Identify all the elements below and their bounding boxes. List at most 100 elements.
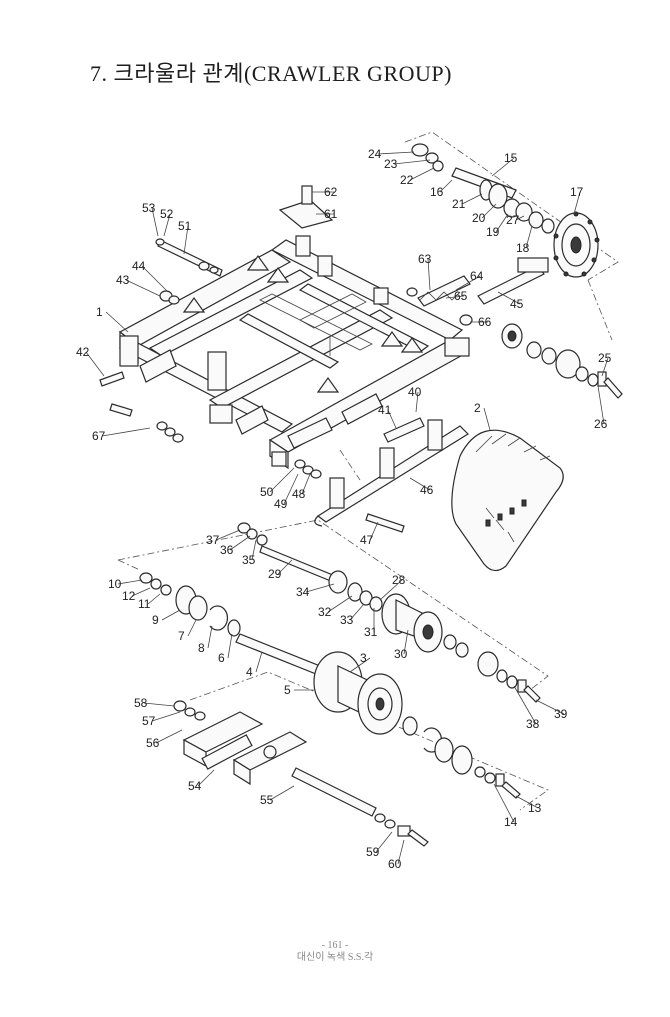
callout-10: 10 xyxy=(108,577,122,591)
leader-line-45 xyxy=(497,291,521,305)
callout-21: 21 xyxy=(452,197,466,211)
callout-30: 30 xyxy=(394,647,408,661)
leader-line-1 xyxy=(105,311,129,333)
leader-line-58 xyxy=(143,702,175,707)
callout-65: 65 xyxy=(454,289,468,303)
leader-line-55 xyxy=(269,785,295,801)
leader-line-51 xyxy=(183,225,189,255)
callout-54: 54 xyxy=(188,779,202,793)
leader-line-3 xyxy=(349,657,371,673)
callout-60: 60 xyxy=(388,857,402,871)
callout-25: 25 xyxy=(598,351,612,365)
leader-line-4 xyxy=(255,651,263,673)
leader-line-12 xyxy=(131,587,151,597)
leader-line-21 xyxy=(461,193,483,205)
callout-39: 39 xyxy=(554,707,568,721)
leader-line-7 xyxy=(187,619,197,637)
leader-line-43 xyxy=(125,279,161,297)
callout-50: 50 xyxy=(260,485,274,499)
leader-line-15 xyxy=(491,157,515,177)
leader-line-11 xyxy=(147,593,161,605)
callout-24: 24 xyxy=(368,147,382,161)
leader-line-33 xyxy=(349,603,365,621)
leader-line-2 xyxy=(483,407,491,431)
callout-45: 45 xyxy=(510,297,524,311)
leader-line-23 xyxy=(393,159,431,165)
leader-line-24 xyxy=(377,151,415,155)
callout-44: 44 xyxy=(132,259,146,273)
callout-58: 58 xyxy=(134,696,148,710)
callout-33: 33 xyxy=(340,613,354,627)
tension-adjuster xyxy=(278,185,549,326)
callout-14: 14 xyxy=(504,815,518,829)
callout-12: 12 xyxy=(122,589,136,603)
leader-line-16 xyxy=(439,179,453,193)
leader-line-28 xyxy=(379,579,403,601)
group-outlines xyxy=(117,131,619,811)
left-hardware xyxy=(99,238,223,443)
leader-line-26 xyxy=(597,385,605,425)
callout-61: 61 xyxy=(324,207,338,221)
callout-8: 8 xyxy=(198,641,205,655)
callout-13: 13 xyxy=(528,801,542,815)
leader-line-65 xyxy=(445,295,465,299)
leader-line-9 xyxy=(161,609,181,621)
crawler-frame xyxy=(118,235,470,470)
leader-line-30 xyxy=(403,629,409,655)
leader-line-18 xyxy=(525,225,533,249)
callout-42: 42 xyxy=(76,345,90,359)
callout-31: 31 xyxy=(364,625,378,639)
callout-40: 40 xyxy=(408,385,422,399)
callout-28: 28 xyxy=(392,573,406,587)
callout-67: 67 xyxy=(92,429,106,443)
leader-line-10 xyxy=(117,579,143,585)
callout-20: 20 xyxy=(472,211,486,225)
callout-41: 41 xyxy=(378,403,392,417)
callout-23: 23 xyxy=(384,157,398,171)
leader-line-36 xyxy=(229,535,251,551)
leader-line-37 xyxy=(215,529,241,541)
leader-line-60 xyxy=(397,839,405,865)
callout-5: 5 xyxy=(284,683,291,697)
callout-6: 6 xyxy=(218,651,225,665)
leader-line-27 xyxy=(515,215,525,221)
leader-line-48 xyxy=(301,473,311,495)
idler-axle-upper xyxy=(237,522,541,703)
leader-line-64 xyxy=(455,275,481,291)
leader-line-44 xyxy=(141,265,169,293)
callout-29: 29 xyxy=(268,567,282,581)
callout-32: 32 xyxy=(318,605,332,619)
leader-line-56 xyxy=(155,729,183,744)
callout-64: 64 xyxy=(470,269,484,283)
callout-55: 55 xyxy=(260,793,274,807)
callout-22: 22 xyxy=(400,173,414,187)
front-wheel-assembly xyxy=(139,572,521,799)
callout-9: 9 xyxy=(152,613,159,627)
leader-line-32 xyxy=(327,595,353,613)
leader-line-50 xyxy=(269,467,295,493)
callout-48: 48 xyxy=(292,487,306,501)
callout-26: 26 xyxy=(594,417,608,431)
rubber-track xyxy=(451,429,564,572)
callout-7: 7 xyxy=(178,629,185,643)
leader-line-40 xyxy=(415,391,419,413)
callout-17: 17 xyxy=(570,185,584,199)
callout-47: 47 xyxy=(360,533,374,547)
leader-line-35 xyxy=(251,539,257,561)
leader-line-47 xyxy=(369,521,379,541)
page-title: 7. 크라울라 관계(CRAWLER GROUP) xyxy=(90,61,452,86)
callout-34: 34 xyxy=(296,585,310,599)
leader-line-29 xyxy=(277,559,293,575)
callout-46: 46 xyxy=(420,483,434,497)
callout-36: 36 xyxy=(220,543,234,557)
leader-line-53 xyxy=(151,207,159,237)
callout-37: 37 xyxy=(206,533,220,547)
leader-line-67 xyxy=(101,427,151,437)
leader-line-25 xyxy=(601,357,609,377)
callout-38: 38 xyxy=(526,717,540,731)
leader-line-57 xyxy=(151,711,181,722)
leader-line-49 xyxy=(283,473,299,505)
callout-66: 66 xyxy=(478,315,492,329)
